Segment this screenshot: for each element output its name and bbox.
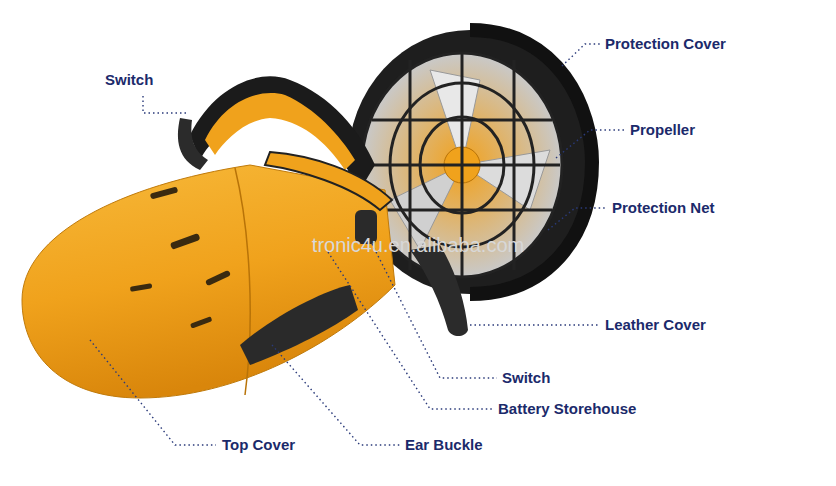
part-label: Battery Storehouse (498, 400, 636, 418)
part-label: Switch (105, 71, 153, 89)
watermark: tronic4u.en.alibaba.com (312, 234, 524, 256)
part-label: Leather Cover (605, 316, 706, 334)
part-label: Top Cover (222, 436, 295, 454)
part-label: Protection Net (612, 199, 715, 217)
part-label: Protection Cover (605, 35, 726, 53)
part-label: Switch (502, 369, 550, 387)
part-label: Propeller (630, 121, 695, 139)
part-label: Ear Buckle (405, 436, 483, 454)
